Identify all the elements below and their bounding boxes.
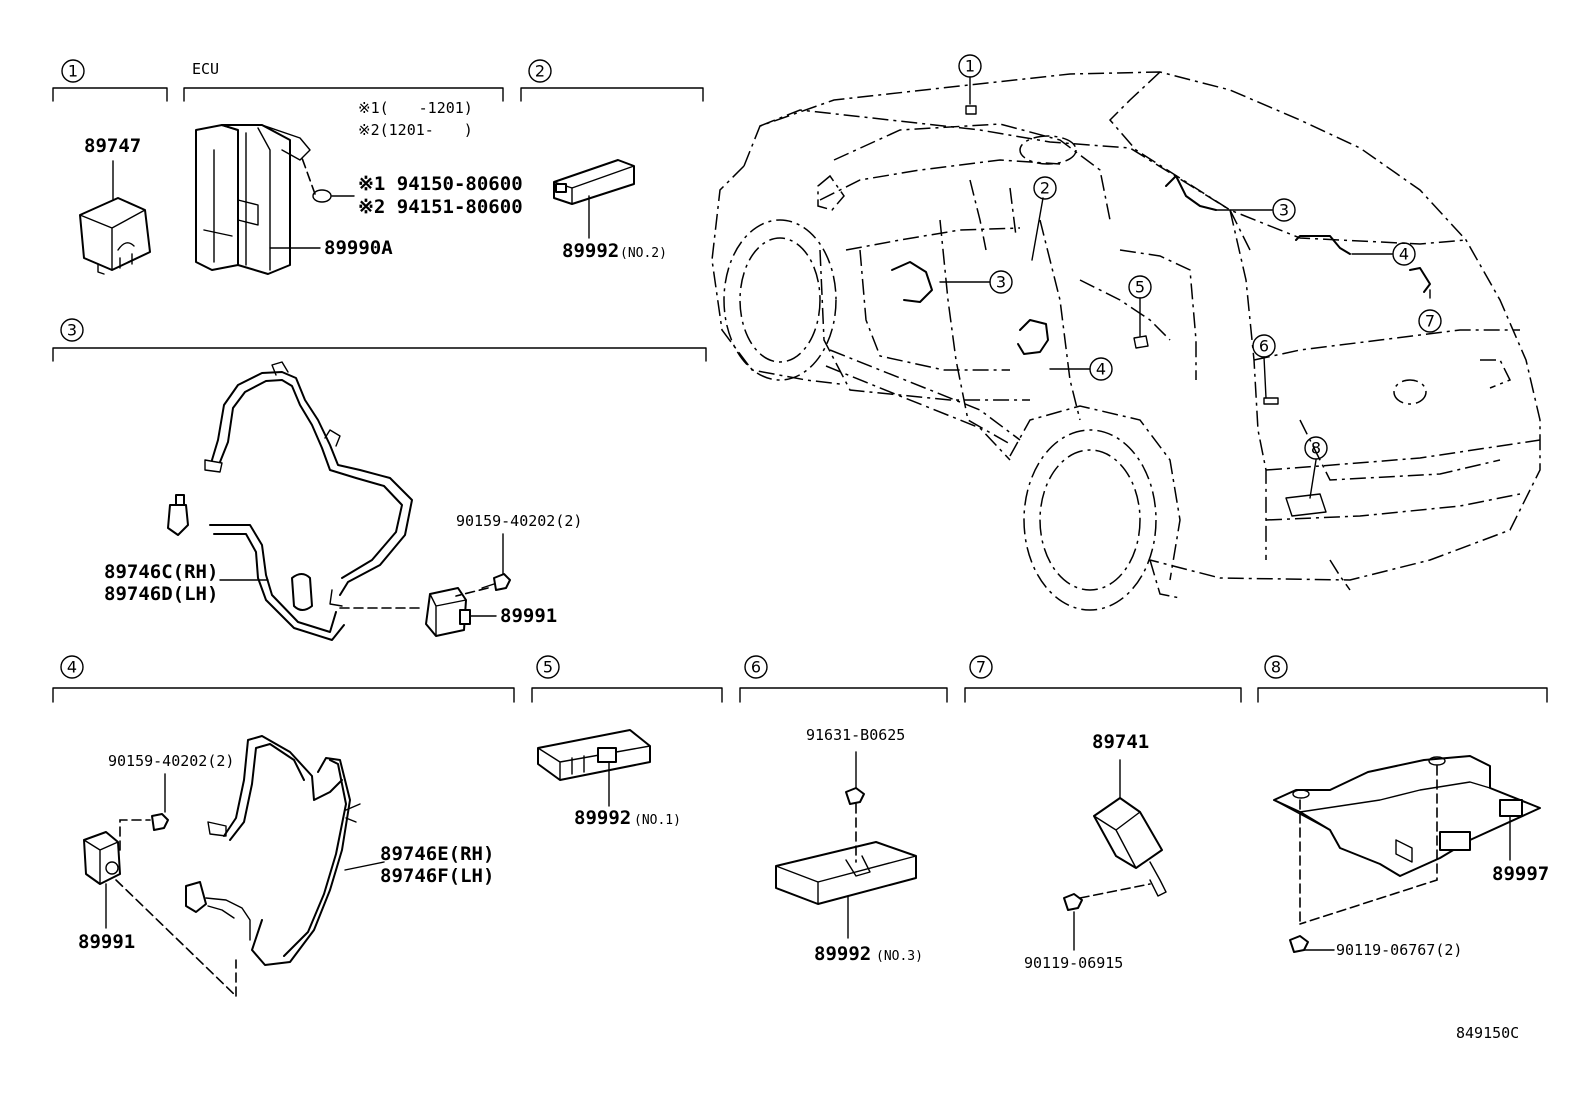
svg-text:2: 2 — [535, 62, 545, 81]
label-94150-80600: ※1 94150-80600 — [358, 173, 523, 195]
part-89992-no2-drawing — [553, 159, 635, 239]
label-89991-b: 89991 — [78, 931, 135, 953]
label-89747: 89747 — [84, 135, 141, 157]
label-89746e: 89746E(RH) — [380, 843, 494, 865]
label-91631-b0625: 91631-B0625 — [806, 726, 905, 744]
label-89746d: 89746D(LH) — [104, 583, 218, 605]
svg-text:1: 1 — [68, 62, 78, 81]
section-4-number: 4 — [60, 655, 84, 679]
vehicle-callout-4-a: 4 — [1392, 242, 1416, 266]
vehicle-drawing — [711, 71, 1541, 611]
svg-text:4: 4 — [67, 658, 77, 677]
label-89746f: 89746F(LH) — [380, 865, 494, 887]
diagram-code: 849150C — [1456, 1024, 1519, 1042]
label-89992-no3: 89992 — [814, 943, 871, 965]
vehicle-callout-7: 7 — [1418, 309, 1442, 333]
svg-text:2: 2 — [1040, 179, 1050, 198]
svg-text:6: 6 — [751, 658, 761, 677]
label-90119-06915: 90119-06915 — [1024, 954, 1123, 972]
svg-text:3: 3 — [1279, 201, 1289, 220]
vehicle-callout-5: 5 — [1128, 275, 1152, 299]
vehicle-callout-3-b: 3 — [989, 270, 1013, 294]
label-89992-no2: 89992 — [562, 240, 619, 262]
label-89991-a: 89991 — [500, 605, 557, 627]
harness-89746c-drawing — [167, 361, 421, 641]
harness-89746e-drawing — [185, 735, 385, 966]
section-8-number: 8 — [1264, 655, 1288, 679]
svg-text:1: 1 — [965, 57, 975, 76]
section-2-number: 2 — [528, 59, 552, 83]
part-89991-b-drawing — [83, 773, 237, 997]
section-7-number: 7 — [969, 655, 993, 679]
svg-text:6: 6 — [1259, 337, 1269, 356]
svg-text:8: 8 — [1311, 439, 1321, 458]
label-90159-40202-a: 90159-40202(2) — [456, 512, 582, 530]
svg-text:4: 4 — [1096, 360, 1106, 379]
vehicle-callout-4-b: 4 — [1089, 357, 1113, 381]
svg-text:3: 3 — [67, 321, 77, 340]
part-89747-drawing — [79, 160, 151, 275]
ecu-label: ECU — [192, 60, 219, 78]
svg-text:5: 5 — [543, 658, 553, 677]
label-no3: (NO.3) — [876, 949, 923, 964]
section-5-number: 5 — [536, 655, 560, 679]
svg-text:7: 7 — [1425, 312, 1435, 331]
part-89992-no1-drawing — [537, 729, 651, 807]
part-89741-drawing — [1063, 759, 1167, 951]
svg-text:3: 3 — [996, 273, 1006, 292]
part-89997-drawing — [1273, 755, 1541, 953]
label-94151-80600: ※2 94151-80600 — [358, 196, 523, 218]
label-no2: (NO.2) — [620, 246, 667, 261]
label-89990a: 89990A — [324, 237, 393, 259]
part-89992-no3-drawing — [775, 751, 917, 939]
section-1-number: 1 — [61, 59, 85, 83]
svg-text:4: 4 — [1399, 245, 1409, 264]
svg-text:5: 5 — [1135, 278, 1145, 297]
svg-text:7: 7 — [976, 658, 986, 677]
vehicle-callout-1: 1 — [958, 54, 982, 78]
label-89741: 89741 — [1092, 731, 1149, 753]
label-90159-40202-b: 90159-40202(2) — [108, 752, 234, 770]
vehicle-callout-6: 6 — [1252, 334, 1276, 358]
label-no1: (NO.1) — [634, 813, 681, 828]
label-89997: 89997 — [1492, 863, 1549, 885]
note-1: ※1( -1201) — [358, 99, 473, 117]
note-2: ※2(1201- ) — [358, 121, 473, 139]
part-89991-a-drawing — [425, 533, 511, 637]
vehicle-callout-2: 2 — [1033, 176, 1057, 200]
vehicle-callout-3-a: 3 — [1272, 198, 1296, 222]
label-89746c: 89746C(RH) — [104, 561, 218, 583]
svg-text:8: 8 — [1271, 658, 1281, 677]
vehicle-callout-8: 8 — [1304, 436, 1328, 460]
ecu-drawing — [195, 124, 355, 275]
label-89992-no1: 89992 — [574, 807, 631, 829]
label-90119-06767: 90119-06767(2) — [1336, 941, 1462, 959]
section-6-number: 6 — [744, 655, 768, 679]
section-brackets — [52, 87, 1548, 703]
section-3-number: 3 — [60, 318, 84, 342]
